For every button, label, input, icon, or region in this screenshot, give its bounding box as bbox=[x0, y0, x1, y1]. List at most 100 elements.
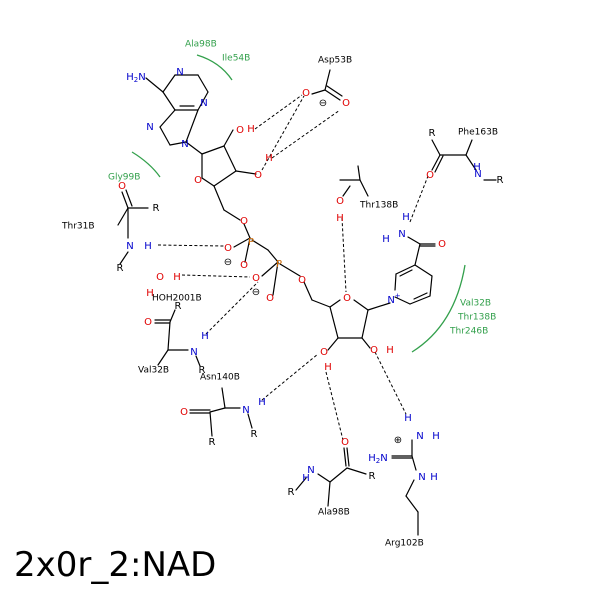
svg-text:⊕: ⊕ bbox=[394, 435, 402, 446]
svg-text:H: H bbox=[247, 124, 255, 135]
svg-text:H: H bbox=[430, 472, 438, 483]
thr138-sidechain bbox=[339, 165, 369, 197]
svg-text:R: R bbox=[369, 471, 376, 482]
svg-text:R: R bbox=[117, 263, 124, 274]
svg-text:O: O bbox=[194, 175, 202, 186]
svg-text:N: N bbox=[398, 229, 405, 240]
svg-text:O: O bbox=[320, 347, 328, 358]
svg-text:O: O bbox=[180, 407, 188, 418]
arg102-sidechain bbox=[391, 439, 419, 536]
svg-text:H: H bbox=[302, 473, 310, 484]
svg-text:O: O bbox=[343, 293, 351, 304]
diphosphate-bridge bbox=[233, 223, 331, 308]
svg-text:H: H bbox=[432, 431, 440, 442]
asn140-backbone bbox=[189, 387, 253, 437]
svg-text:N: N bbox=[176, 67, 183, 78]
svg-text:⊖: ⊖ bbox=[252, 287, 260, 298]
svg-text:R: R bbox=[175, 301, 182, 312]
residue-labels: Ala98B Ile54B Asp53B Gly99B Phe163B Thr1… bbox=[61, 40, 498, 549]
svg-text:O: O bbox=[266, 293, 274, 304]
svg-text:N: N bbox=[307, 465, 314, 476]
svg-text:P: P bbox=[248, 237, 254, 248]
svg-text:O: O bbox=[342, 98, 350, 109]
residue-label-thr31: Thr31B bbox=[61, 222, 95, 232]
residue-label-thr138-mid: Thr138B bbox=[359, 201, 398, 211]
svg-text:R: R bbox=[497, 175, 504, 186]
residue-label-ala98-bottom: Ala98B bbox=[318, 508, 350, 518]
asp53-sidechain bbox=[311, 69, 343, 101]
svg-text:O: O bbox=[240, 216, 248, 227]
svg-text:O: O bbox=[224, 243, 232, 254]
svg-text:O: O bbox=[240, 260, 248, 271]
svg-text:R: R bbox=[288, 487, 295, 498]
val32-backbone bbox=[154, 309, 201, 367]
nicotinamide-ribose bbox=[327, 299, 391, 351]
adenine-ring bbox=[145, 74, 209, 146]
residue-label-arg102: Arg102B bbox=[385, 539, 424, 549]
svg-text:H: H bbox=[324, 362, 332, 373]
svg-text:H: H bbox=[382, 234, 390, 245]
svg-text:P: P bbox=[276, 259, 282, 270]
svg-text:O: O bbox=[156, 272, 164, 283]
svg-text:O: O bbox=[144, 317, 152, 328]
svg-text:R: R bbox=[209, 437, 216, 448]
svg-text:R: R bbox=[153, 203, 160, 214]
svg-text:R: R bbox=[251, 429, 258, 440]
svg-text:N: N bbox=[126, 241, 133, 252]
svg-text:O: O bbox=[118, 181, 126, 192]
svg-text:N: N bbox=[200, 98, 207, 109]
svg-text:N: N bbox=[190, 347, 197, 358]
svg-text:O: O bbox=[298, 275, 306, 286]
svg-text:H: H bbox=[144, 241, 152, 252]
svg-text:H: H bbox=[386, 345, 394, 356]
residue-label-phe163: Phe163B bbox=[458, 128, 498, 138]
svg-text:H: H bbox=[201, 331, 209, 342]
nicotinamide-ring bbox=[394, 236, 436, 305]
residue-label-asp53: Asp53B bbox=[318, 56, 352, 66]
svg-text:N: N bbox=[474, 169, 481, 180]
svg-text:H: H bbox=[336, 213, 344, 224]
svg-text:⊖: ⊖ bbox=[224, 257, 232, 268]
svg-text:O: O bbox=[438, 239, 446, 250]
phe163-backbone bbox=[431, 139, 497, 181]
ligand-caption: 2x0r_2:NAD bbox=[14, 545, 217, 585]
svg-text:H2N: H2N bbox=[126, 72, 145, 84]
residue-label-thr246: Thr246B bbox=[449, 327, 488, 337]
svg-text:O: O bbox=[254, 170, 262, 181]
svg-text:N: N bbox=[242, 405, 249, 416]
svg-text:O: O bbox=[426, 170, 434, 181]
atom-labels: H2N N N N N O O H O H O O P O ⊖ P O O ⊖ … bbox=[117, 67, 504, 498]
svg-text:R: R bbox=[429, 128, 436, 139]
thr31-backbone bbox=[117, 189, 149, 265]
svg-text:H: H bbox=[258, 397, 266, 408]
svg-text:⊖: ⊖ bbox=[319, 98, 327, 109]
hydrophobic-arc-ala98-ile54 bbox=[196, 54, 233, 81]
svg-text:H: H bbox=[173, 272, 181, 283]
residue-label-hoh2001: HOH2001B bbox=[152, 294, 202, 304]
svg-text:N: N bbox=[181, 139, 188, 150]
residue-label-thr138-right: Thr138B bbox=[457, 313, 496, 323]
svg-text:H: H bbox=[404, 413, 412, 424]
residue-label-val32-left: Val32B bbox=[138, 366, 169, 376]
svg-text:O: O bbox=[341, 437, 349, 448]
svg-text:N: N bbox=[416, 431, 423, 442]
svg-text:H: H bbox=[473, 162, 481, 173]
hydrophobic-arc-gly99 bbox=[131, 151, 161, 178]
residue-label-ala98-top: Ala98B bbox=[185, 40, 217, 50]
residue-label-asn140: Asn140B bbox=[200, 373, 240, 383]
svg-text:R: R bbox=[199, 365, 206, 376]
svg-text:O: O bbox=[336, 196, 344, 207]
residue-label-val32-right: Val32B bbox=[460, 299, 491, 309]
svg-text:N: N bbox=[418, 472, 425, 483]
hydrophobic-arc-val32-thr138-thr246 bbox=[411, 264, 466, 353]
svg-text:O: O bbox=[370, 345, 378, 356]
svg-text:O: O bbox=[302, 88, 310, 99]
svg-text:H: H bbox=[265, 153, 273, 164]
hydrophobic-contacts bbox=[131, 54, 466, 353]
svg-text:O: O bbox=[252, 273, 260, 284]
adenosine-ribose bbox=[185, 129, 257, 221]
svg-text:O: O bbox=[236, 125, 244, 136]
svg-text:H2N: H2N bbox=[368, 453, 387, 465]
residue-label-ile54: Ile54B bbox=[222, 54, 250, 64]
